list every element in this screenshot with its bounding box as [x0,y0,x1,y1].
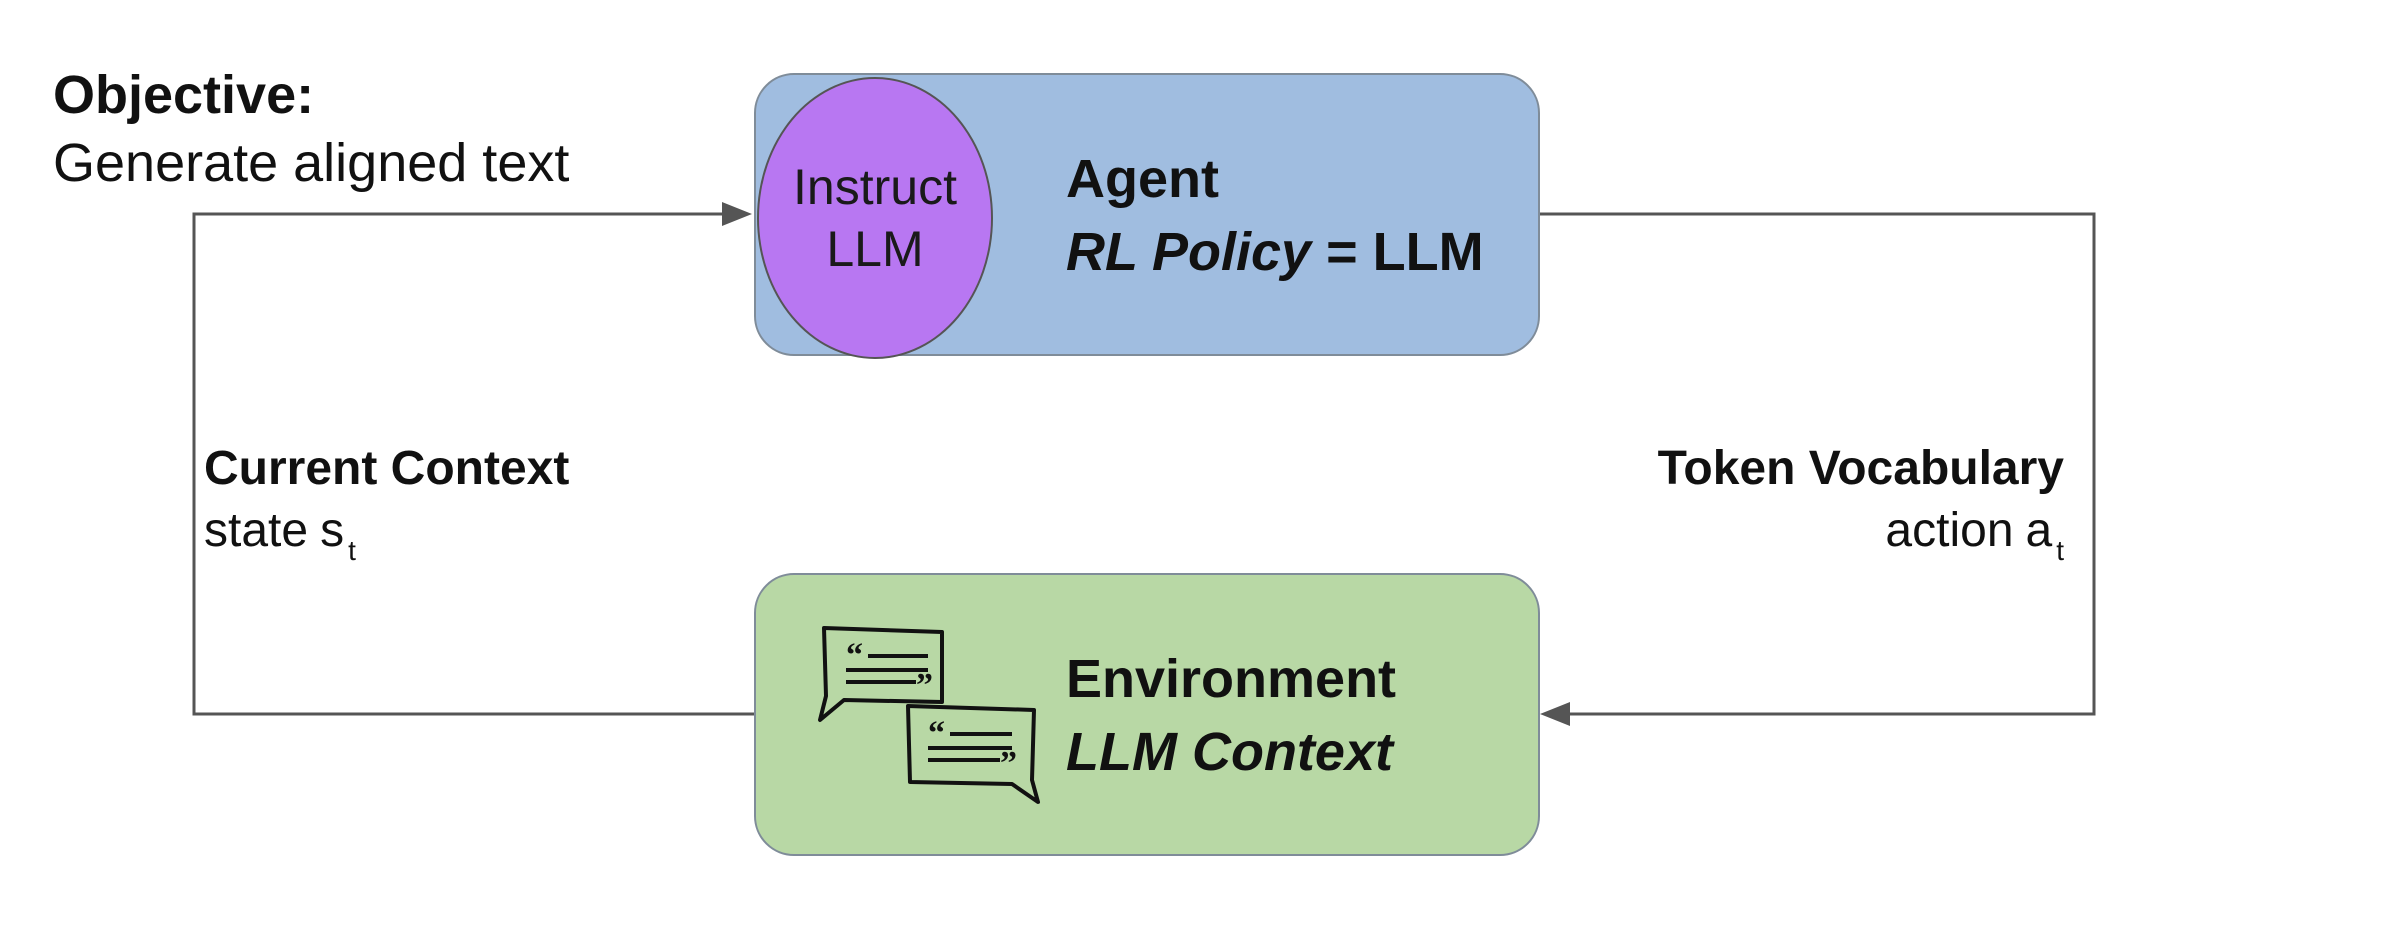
objective-body: Generate aligned text [53,132,570,193]
environment-title: Environment [1066,649,1397,709]
current-context-title: Current Context [204,442,570,495]
objective-title: Objective: [53,65,315,125]
circle-line-1: Instruct [793,158,957,215]
chat-bubbles-icon: “ ” “ ” [818,626,1040,804]
svg-text:“: “ [928,715,945,752]
policy-equals: = [1311,221,1373,282]
state-arrowhead [722,202,752,226]
token-vocabulary-title: Token Vocabulary [1657,442,2064,495]
environment-subtitle: LLM Context [1066,721,1393,782]
agent-text: Agent RL Policy = LLM [1066,143,1484,289]
agent-policy: RL Policy = LLM [1066,216,1484,289]
state-arrow [192,212,754,716]
action-arrow [1536,212,2096,716]
environment-text: Environment LLM Context [1066,643,1396,789]
policy-label: RL Policy [1066,221,1312,282]
action-text: action [1885,504,2014,558]
state-subscript: t [348,535,356,567]
svg-text:”: ” [916,667,933,704]
svg-text:“: “ [846,637,863,674]
state-symbol: s [320,504,345,558]
svg-text:”: ” [1000,745,1017,782]
circle-line-2: LLM [826,221,924,277]
action-subscript: t [2056,535,2064,567]
agent-title: Agent [1066,149,1219,209]
policy-value: LLM [1372,221,1484,282]
objective: Objective: Generate aligned text [53,62,569,197]
state-text: state [204,504,309,558]
environment-box [754,573,1540,856]
action-symbol: a [2025,504,2053,558]
instruct-llm-circle: Instruct LLM [757,77,993,359]
action-arrowhead [1540,702,1570,726]
